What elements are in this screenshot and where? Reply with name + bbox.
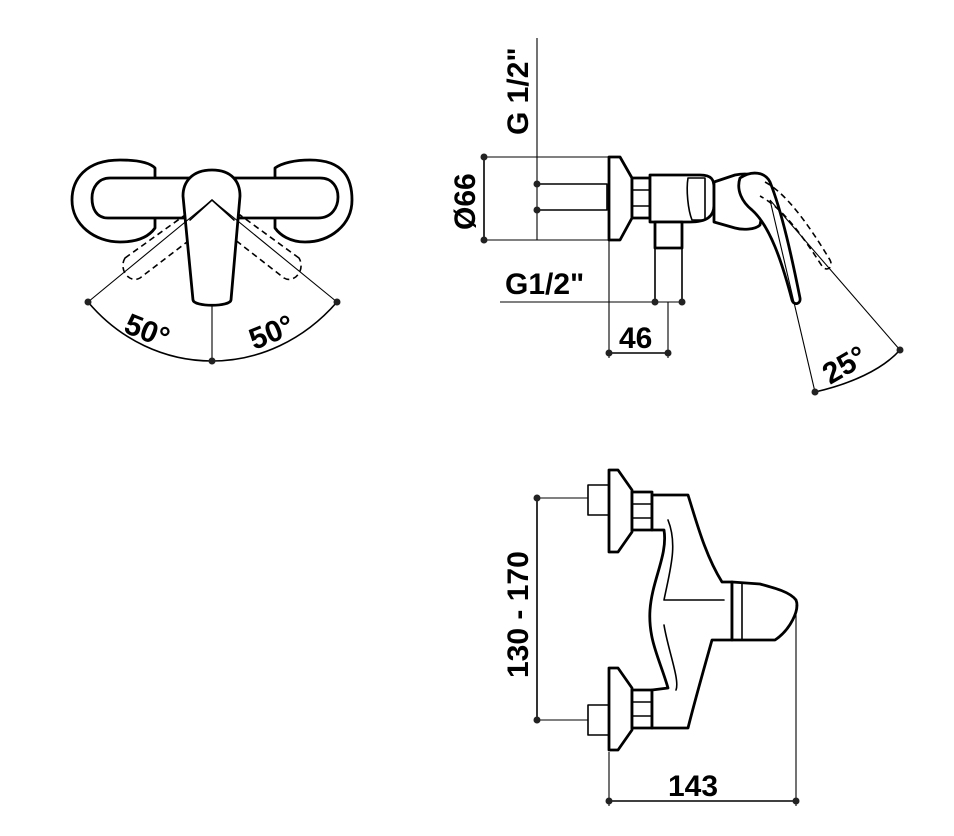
side-view-diameter-point-top [480,153,488,161]
front-view-spacing-point-bottom [533,716,541,724]
front-view-lower-flange [607,666,634,752]
top-view-angle-right-label: 50° [245,309,299,357]
front-view-spacing-label: 130 - 170 [502,551,535,678]
side-view-lever-alt-position [759,181,832,270]
side-view-lever-ray-a [769,199,816,393]
side-view-depth-point-left [605,349,613,357]
side-view-body-cap [686,177,706,221]
front-view-lever [730,580,799,642]
top-view-arc-midpoint [208,357,216,365]
top-view-angle-ray-left [87,199,213,303]
front-view-spacing-point-top [533,494,541,502]
side-view-diameter-label: Ø66 [449,173,482,230]
top-view-angle-left-label: 50° [120,308,174,356]
side-view-lever-arc-point-a [811,388,819,396]
front-view-width-label: 143 [668,770,718,803]
side-view-thread-bottom-label: G1/2" [505,268,584,301]
side-view-depth-point-right [664,349,672,357]
side-view-lever-ray-b [769,199,901,351]
front-view-body [648,493,734,730]
side-view: Ø66 G 1/2" G1/2" 46 25° [449,38,904,396]
side-view-lever-angle-arc [814,349,901,393]
top-view-angle-ray-right [211,199,338,303]
front-view-width-point-left [605,797,613,805]
top-view-arc-endpoint-left [84,298,92,306]
front-view-width-point-right [792,797,800,805]
side-view-thread-top-label: G 1/2" [502,47,535,135]
side-view-inlet-pipe [536,183,608,211]
front-view-lower-nut [630,688,654,730]
front-view-body-inner [663,519,725,691]
top-view-arc-endpoint-right [333,298,341,306]
side-view-pipe-point-top [533,180,541,188]
side-view-thread-point-right [678,298,686,306]
side-view-hex-nut [630,176,652,220]
side-view-pipe-point-bottom [533,206,541,214]
front-view-upper-nut [630,490,654,532]
side-view-lever-arc-point-b [896,346,904,354]
top-view-lever-right-position [223,213,302,281]
side-view-diameter-point-bottom [480,236,488,244]
front-view-upper-inlet-pipe [587,484,610,516]
top-view-lever [181,168,242,307]
front-view: 130 - 170 143 [502,468,800,806]
front-view-upper-flange [607,468,634,554]
top-view: 50° 50° [70,158,354,365]
side-view-depth-label: 46 [619,322,652,355]
front-view-lower-inlet-pipe [587,704,610,736]
side-view-lever-angle-label: 25° [817,340,873,391]
top-view-lever-left-position [122,213,202,281]
side-view-thread-point-left [651,298,659,306]
side-view-outlet [653,220,684,250]
side-view-outlet-pipe [654,247,683,301]
side-view-flange [607,155,634,242]
side-view-lever [737,171,802,305]
